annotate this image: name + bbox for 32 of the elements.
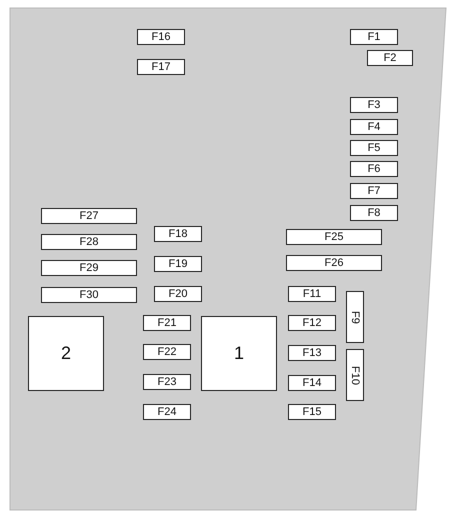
fuse-slot: F24 [143,404,191,420]
fuse-slot: F4 [350,119,398,135]
fuse-slot: F15 [288,404,336,420]
fuse-slot: F16 [137,29,185,45]
relay-slot: 1 [201,316,277,391]
fuse-slot: F3 [350,97,398,113]
fuse-slot: F21 [143,315,191,331]
fuse-slot: F20 [154,286,202,302]
fuse-slot: F23 [143,374,191,390]
fuse-slot: F19 [154,256,202,272]
fuse-slot: F9 [346,291,364,343]
fuse-slot: F29 [41,260,137,276]
relay-slot: 2 [28,316,104,391]
fuse-slot: F13 [288,345,336,361]
fuse-slot: F27 [41,208,137,224]
fuse-slot: F25 [286,229,382,245]
fuse-slot: F5 [350,140,398,156]
fuse-slot: F8 [350,205,398,221]
fuse-slot: F28 [41,234,137,250]
fuse-slot: F1 [350,29,398,45]
fuse-slot: F10 [346,349,364,401]
fuse-slot: F6 [350,161,398,177]
fuse-slot: F22 [143,344,191,360]
fuse-slot: F12 [288,315,336,331]
fuse-slot: F14 [288,375,336,391]
fuse-slot: F18 [154,226,202,242]
fuse-slot: F17 [137,59,185,75]
fuse-slot: F11 [288,286,336,302]
fuse-slot: F26 [286,255,382,271]
fuse-slot: F30 [41,287,137,303]
fuse-slot: F7 [350,183,398,199]
fuse-slot: F2 [367,50,413,66]
